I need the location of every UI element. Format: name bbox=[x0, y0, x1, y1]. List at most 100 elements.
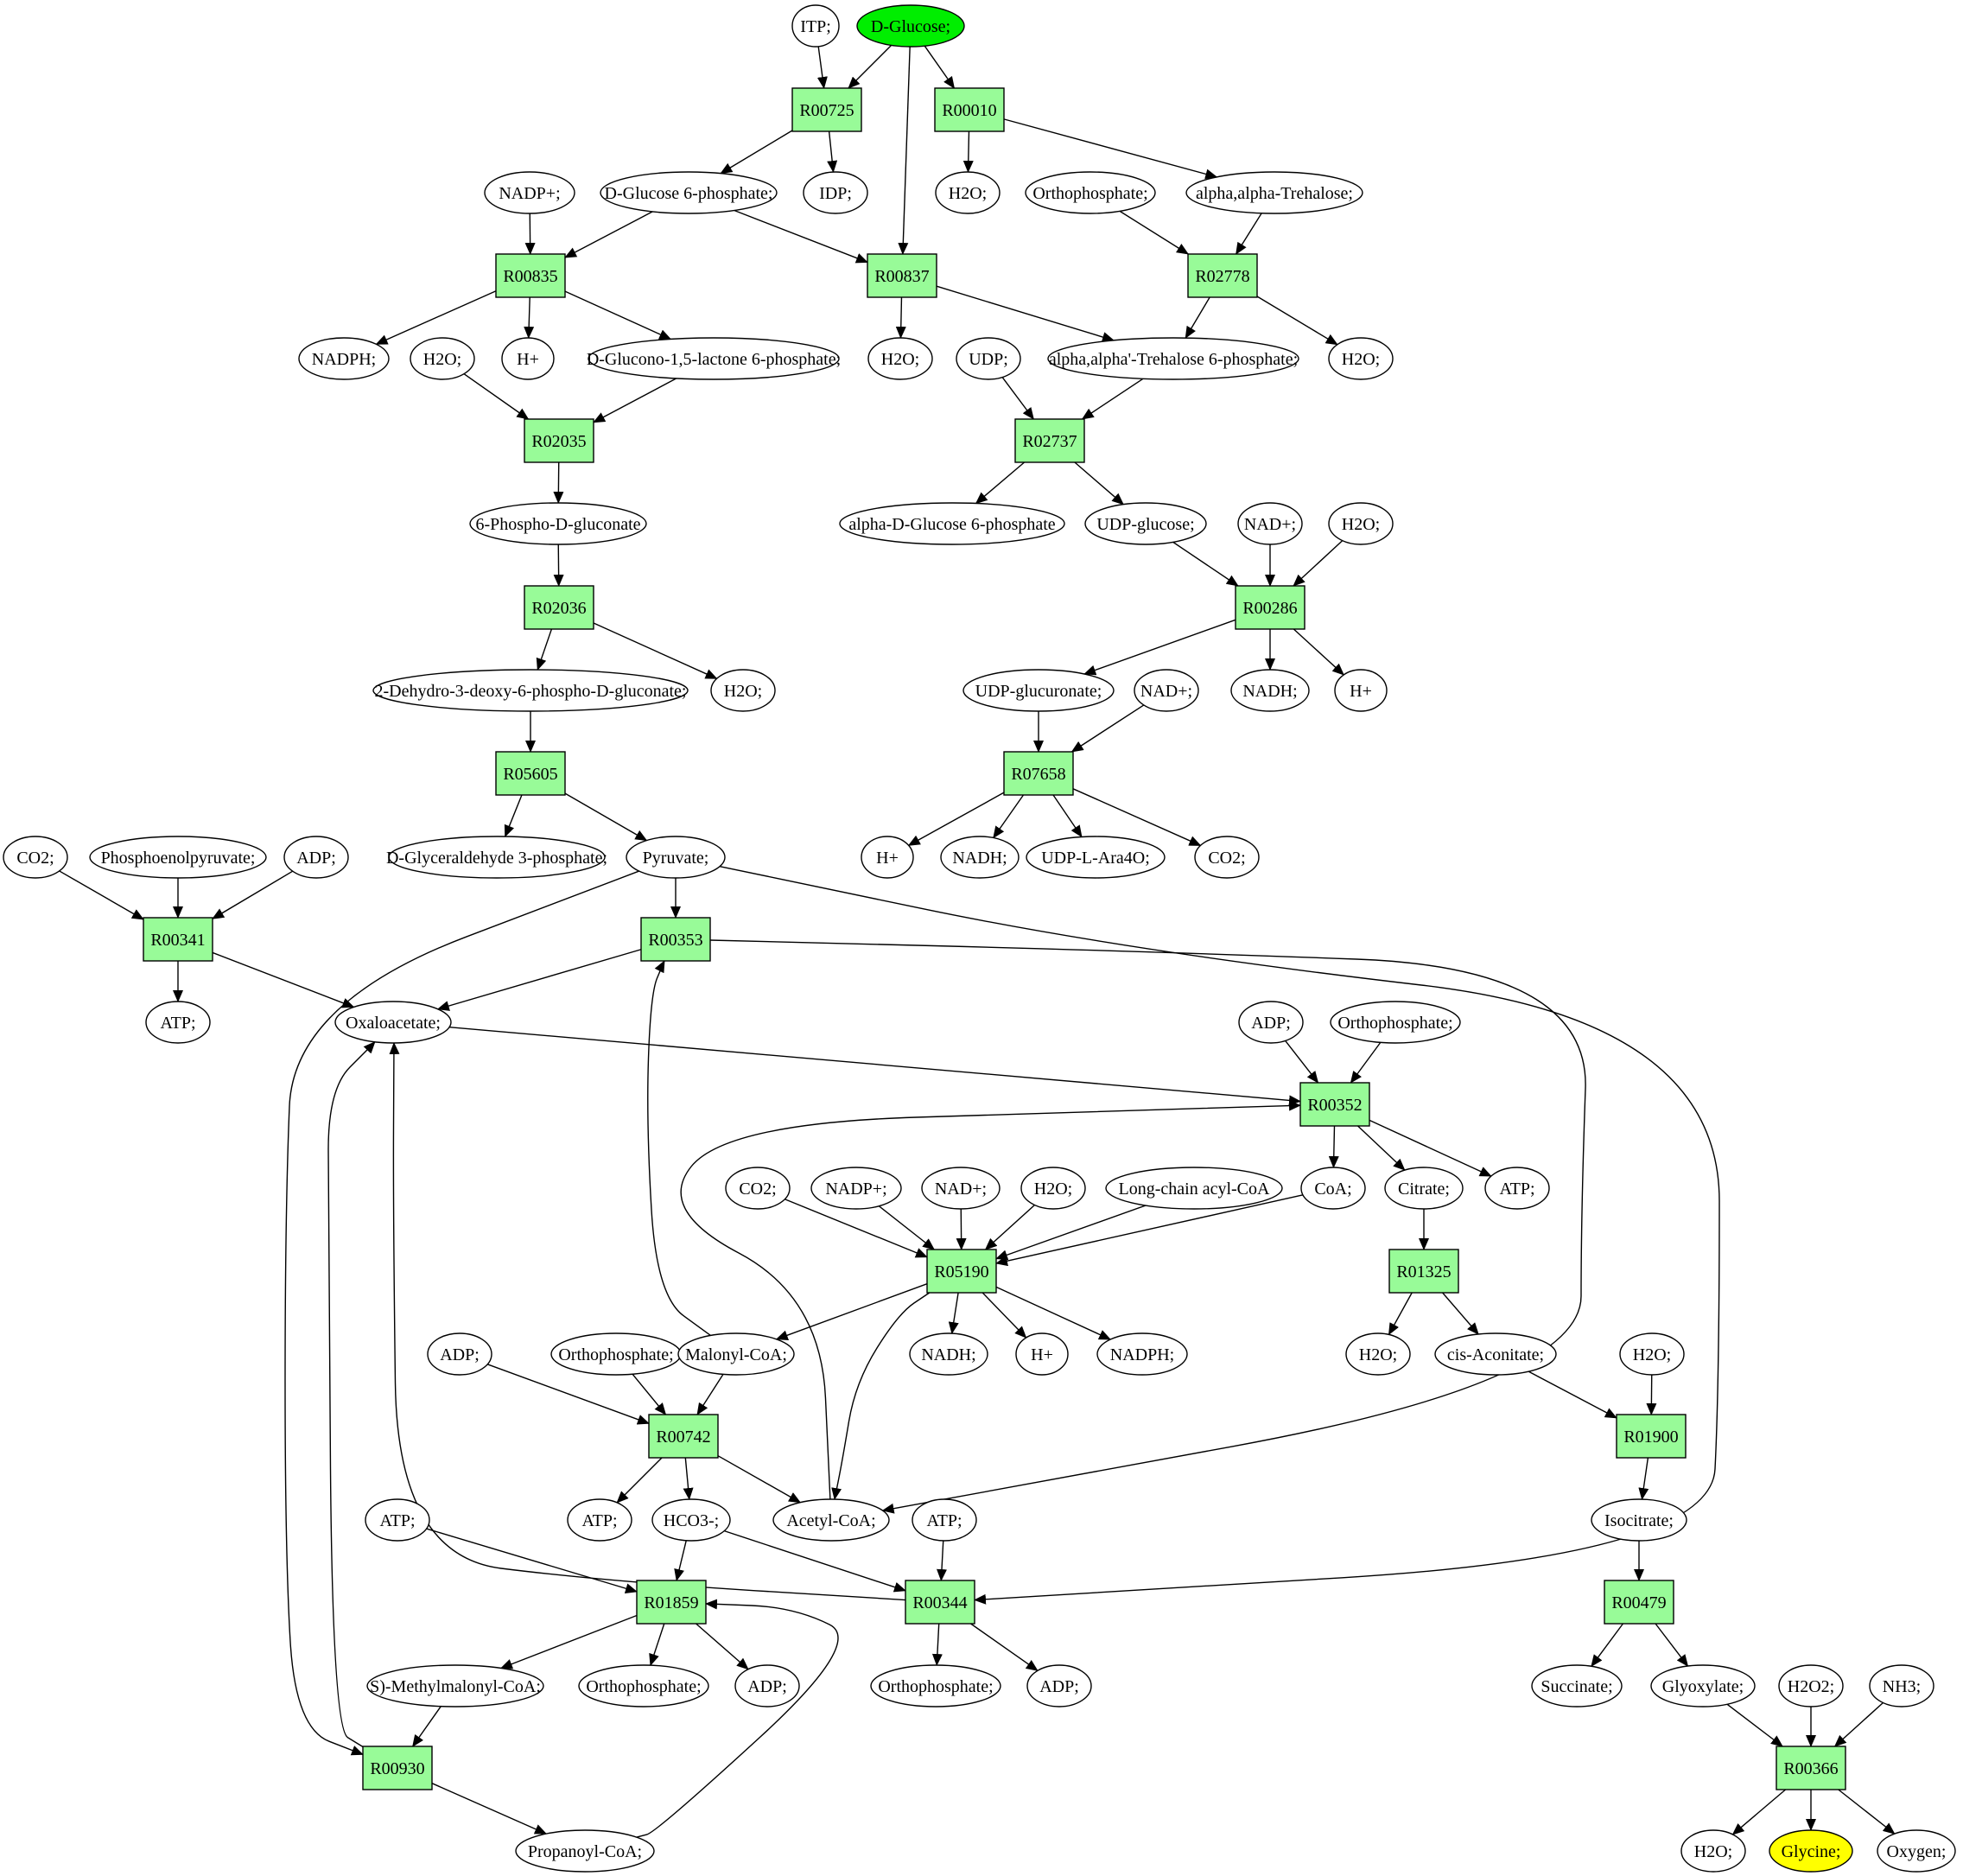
reaction-node-r_R00725: R00725 bbox=[791, 87, 862, 132]
edge-c_g6p-to-r_R00837 bbox=[734, 209, 868, 264]
edge-r_R00837-to-c_t6p bbox=[936, 285, 1115, 342]
edge-c_smmcoa-to-r_R00930 bbox=[412, 1706, 442, 1747]
compound-node-c_propcoa: Propanoyl-CoA; bbox=[515, 1829, 655, 1873]
node-label: Long-chain acyl-CoA bbox=[1119, 1180, 1270, 1199]
reaction-box bbox=[640, 917, 711, 962]
reaction-box bbox=[1003, 751, 1074, 796]
node-label: R00835 bbox=[503, 267, 557, 286]
edge-c_atp_4-to-r_R01859 bbox=[426, 1528, 638, 1594]
edge-r_R07658-to-c_h_3 bbox=[907, 792, 1005, 846]
compound-node-c_dglucose: D-Glucose; bbox=[856, 4, 965, 48]
edge-r_R00742-to-c_hco3 bbox=[683, 1457, 694, 1501]
node-label: H2O; bbox=[1633, 1345, 1671, 1364]
node-label: NAD+; bbox=[1140, 682, 1192, 701]
compound-ellipse bbox=[334, 1001, 452, 1044]
node-label: NH3; bbox=[1883, 1677, 1921, 1696]
compound-ellipse bbox=[1328, 502, 1394, 545]
edge-r_R02036-to-c_kdpg bbox=[536, 628, 553, 671]
compound-ellipse bbox=[283, 836, 349, 879]
compound-node-c_h2o2: H2O2; bbox=[1778, 1664, 1844, 1707]
reaction-node-r_R02035: R02035 bbox=[524, 418, 594, 463]
edge-c_nad_2-to-r_R07658 bbox=[1070, 704, 1145, 753]
compound-node-c_adp_3: ADP; bbox=[427, 1332, 492, 1376]
compound-ellipse bbox=[484, 171, 575, 214]
node-label: H+ bbox=[1031, 1345, 1053, 1364]
compound-ellipse bbox=[1619, 1332, 1685, 1376]
node-label: R05605 bbox=[503, 765, 557, 784]
node-label: ADP; bbox=[296, 849, 336, 868]
node-label: R00286 bbox=[1242, 599, 1297, 618]
compound-node-c_nh3: NH3; bbox=[1869, 1664, 1934, 1707]
edge-c_dglucose-to-r_R00010 bbox=[924, 45, 956, 89]
compound-node-c_hco3: HCO3-; bbox=[651, 1498, 731, 1542]
compound-node-c_co2_1: CO2; bbox=[3, 836, 68, 879]
compound-node-c_nadh_2: NADH; bbox=[940, 836, 1020, 879]
compound-ellipse bbox=[1328, 337, 1394, 380]
compound-ellipse bbox=[427, 1332, 492, 1376]
edge-c_h2o_7-to-r_R05190 bbox=[984, 1204, 1035, 1250]
compound-node-c_pyr: Pyruvate; bbox=[626, 836, 726, 879]
reaction-node-r_R01325: R01325 bbox=[1388, 1249, 1459, 1294]
reaction-node-r_R00835: R00835 bbox=[495, 253, 566, 298]
node-label: HCO3-; bbox=[664, 1511, 719, 1530]
compound-node-c_acecoa: Acetyl-CoA; bbox=[772, 1498, 890, 1542]
compound-ellipse bbox=[677, 1332, 795, 1376]
node-label: ADP; bbox=[1251, 1014, 1291, 1033]
node-label: H2O; bbox=[724, 682, 762, 701]
node-label: Oxygen; bbox=[1887, 1842, 1947, 1861]
node-label: R02036 bbox=[531, 599, 586, 618]
node-label: R00742 bbox=[656, 1428, 710, 1447]
node-label: CoA; bbox=[1314, 1180, 1351, 1199]
compound-ellipse bbox=[803, 171, 868, 214]
edge-r_R01325-to-c_h2o_8 bbox=[1388, 1292, 1413, 1336]
compound-node-c_glucono: D-Glucono-1,5-lactone 6-phosphate; bbox=[587, 337, 841, 380]
compound-node-c_itp: ITP; bbox=[791, 4, 840, 48]
node-label: R00837 bbox=[874, 267, 929, 286]
reaction-box bbox=[495, 751, 566, 796]
compound-node-c_h_2: H+ bbox=[1334, 669, 1388, 712]
node-label: R00353 bbox=[648, 931, 702, 950]
compound-ellipse bbox=[962, 669, 1115, 712]
compound-ellipse bbox=[1026, 1664, 1092, 1707]
edge-r_R02036-to-c_h2o_6 bbox=[593, 622, 718, 679]
node-label: alpha,alpha'-Trehalose 6-phosphate; bbox=[1049, 350, 1298, 369]
node-label: Isocitrate; bbox=[1604, 1511, 1674, 1530]
compound-ellipse bbox=[600, 171, 778, 214]
reaction-box bbox=[524, 585, 594, 630]
node-label: NADH; bbox=[952, 849, 1007, 868]
compound-node-c_h2o_5: H2O; bbox=[1328, 502, 1394, 545]
compound-ellipse bbox=[567, 1498, 632, 1542]
node-label: R07658 bbox=[1011, 765, 1065, 784]
compound-ellipse bbox=[578, 1664, 709, 1707]
node-label: NADH; bbox=[921, 1345, 975, 1364]
node-label: NADPH; bbox=[1110, 1345, 1174, 1364]
compound-node-c_pi_4: Orthophosphate; bbox=[578, 1664, 709, 1707]
edge-r_R00341-to-c_oaa bbox=[212, 951, 355, 1008]
compound-node-c_oxygen: Oxygen; bbox=[1877, 1829, 1956, 1873]
node-label: Phosphoenolpyruvate; bbox=[101, 849, 256, 868]
node-label: R00725 bbox=[799, 101, 854, 120]
compound-ellipse bbox=[1300, 1167, 1366, 1210]
compound-node-c_smmcoa: S)-Methylmalonyl-CoA; bbox=[366, 1664, 544, 1707]
edge-r_R00835-to-c_nadph_1 bbox=[375, 290, 497, 345]
compound-node-c_h2o_10: H2O; bbox=[1680, 1829, 1746, 1873]
reaction-node-r_R01900: R01900 bbox=[1616, 1414, 1687, 1459]
edge-c_trehalose-to-r_R02778 bbox=[1236, 213, 1262, 255]
compound-node-c_malcoa: Malonyl-CoA; bbox=[677, 1332, 795, 1376]
node-label: UDP-glucose; bbox=[1096, 515, 1194, 534]
compound-ellipse bbox=[365, 1498, 430, 1542]
node-label: ADP; bbox=[1039, 1677, 1079, 1696]
node-label: NADP+; bbox=[825, 1180, 886, 1199]
reaction-node-r_R02737: R02737 bbox=[1014, 418, 1085, 463]
node-label: H2O; bbox=[1034, 1180, 1072, 1199]
reaction-box bbox=[1235, 585, 1305, 630]
node-label: Pyruvate; bbox=[643, 849, 709, 868]
compound-ellipse bbox=[1194, 836, 1260, 879]
compound-ellipse bbox=[89, 836, 267, 879]
node-label: ATP; bbox=[1499, 1180, 1534, 1199]
compound-node-c_h2o_7: H2O; bbox=[1020, 1167, 1086, 1210]
compound-ellipse bbox=[1134, 669, 1199, 712]
node-label: NADH; bbox=[1242, 682, 1297, 701]
compound-ellipse bbox=[1330, 1001, 1461, 1044]
compound-ellipse bbox=[1096, 1332, 1188, 1376]
